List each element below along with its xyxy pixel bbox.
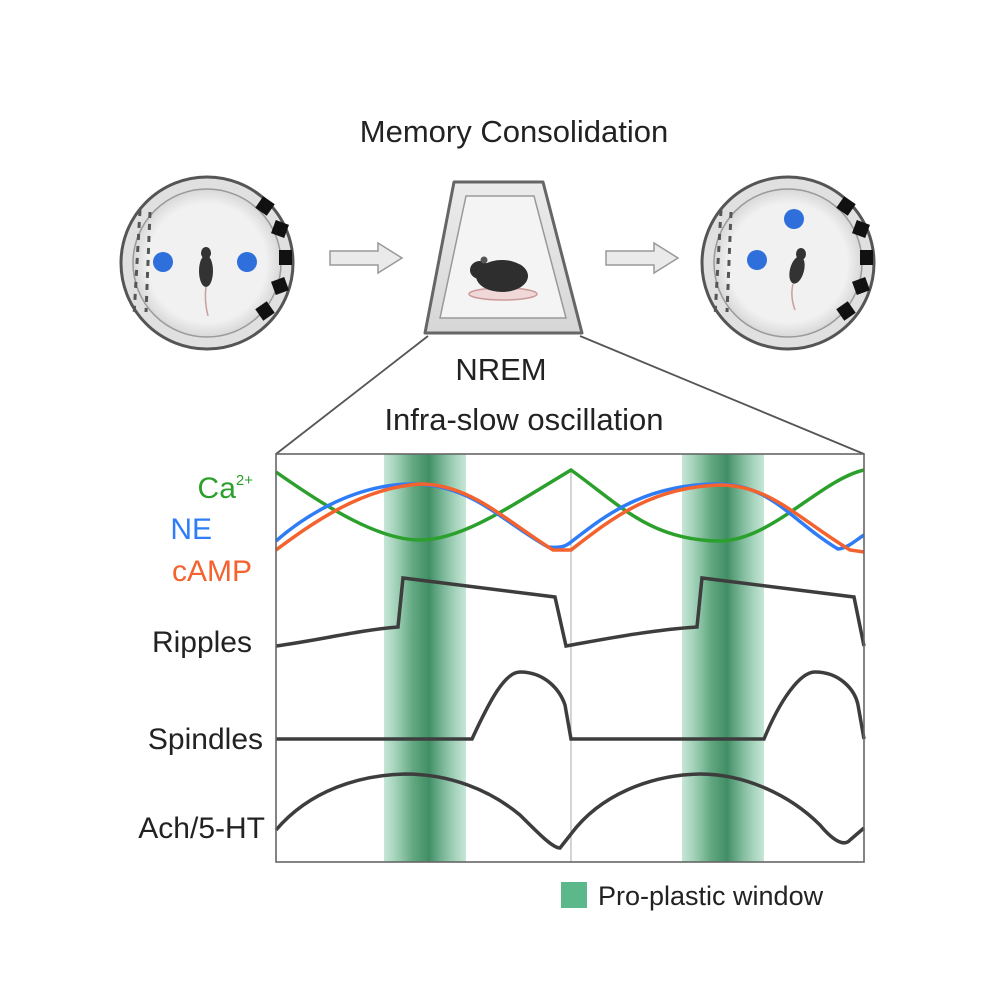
label-ripples: Ripples	[152, 626, 252, 659]
object-dot	[747, 250, 767, 270]
mouse-icon	[199, 247, 213, 317]
label-ach: Ach/5-HT	[138, 812, 265, 845]
pro-plastic-window	[682, 454, 764, 862]
arena-after	[700, 175, 876, 351]
label-spindles: Spindles	[148, 723, 263, 756]
mouse-icon	[789, 248, 806, 311]
trace-panel-frame	[275, 453, 865, 863]
wall-cue-stripes	[836, 196, 873, 321]
legend: Pro-plastic window	[561, 881, 824, 911]
wall-cue-dashes	[132, 209, 152, 317]
legend-label: Pro-plastic window	[598, 881, 824, 911]
trace-ne	[274, 482, 865, 551]
trace-ca	[274, 467, 865, 543]
legend-swatch	[561, 882, 587, 908]
trace-ripples	[275, 576, 866, 649]
sleep-chamber	[423, 180, 584, 335]
label-ca-superscript: 2+	[236, 472, 253, 489]
trace-camp	[274, 482, 865, 554]
trace-ach	[274, 772, 866, 850]
arrow-right-icon	[329, 241, 404, 275]
sleeping-mouse-icon	[468, 256, 538, 301]
figure-title: Memory Consolidation	[360, 114, 668, 149]
zoom-lines	[275, 335, 865, 455]
wall-cue-dashes	[713, 209, 733, 317]
label-ca: Ca2+	[198, 472, 254, 505]
object-dot	[153, 252, 173, 272]
object-dot	[237, 252, 257, 272]
oscillation-label: Infra-slow oscillation	[384, 402, 663, 437]
arena-before	[119, 175, 295, 351]
sleep-stage-label: NREM	[455, 352, 546, 387]
label-camp: cAMP	[172, 555, 252, 588]
object-dot	[784, 209, 804, 229]
trace-spindles	[276, 670, 866, 741]
label-ca-base: Ca	[198, 472, 237, 505]
pro-plastic-window	[384, 454, 466, 862]
wall-cue-stripes	[255, 196, 292, 321]
trace-group-signals	[274, 467, 865, 554]
arrow-right-icon	[605, 241, 680, 275]
label-ne: NE	[170, 513, 212, 546]
